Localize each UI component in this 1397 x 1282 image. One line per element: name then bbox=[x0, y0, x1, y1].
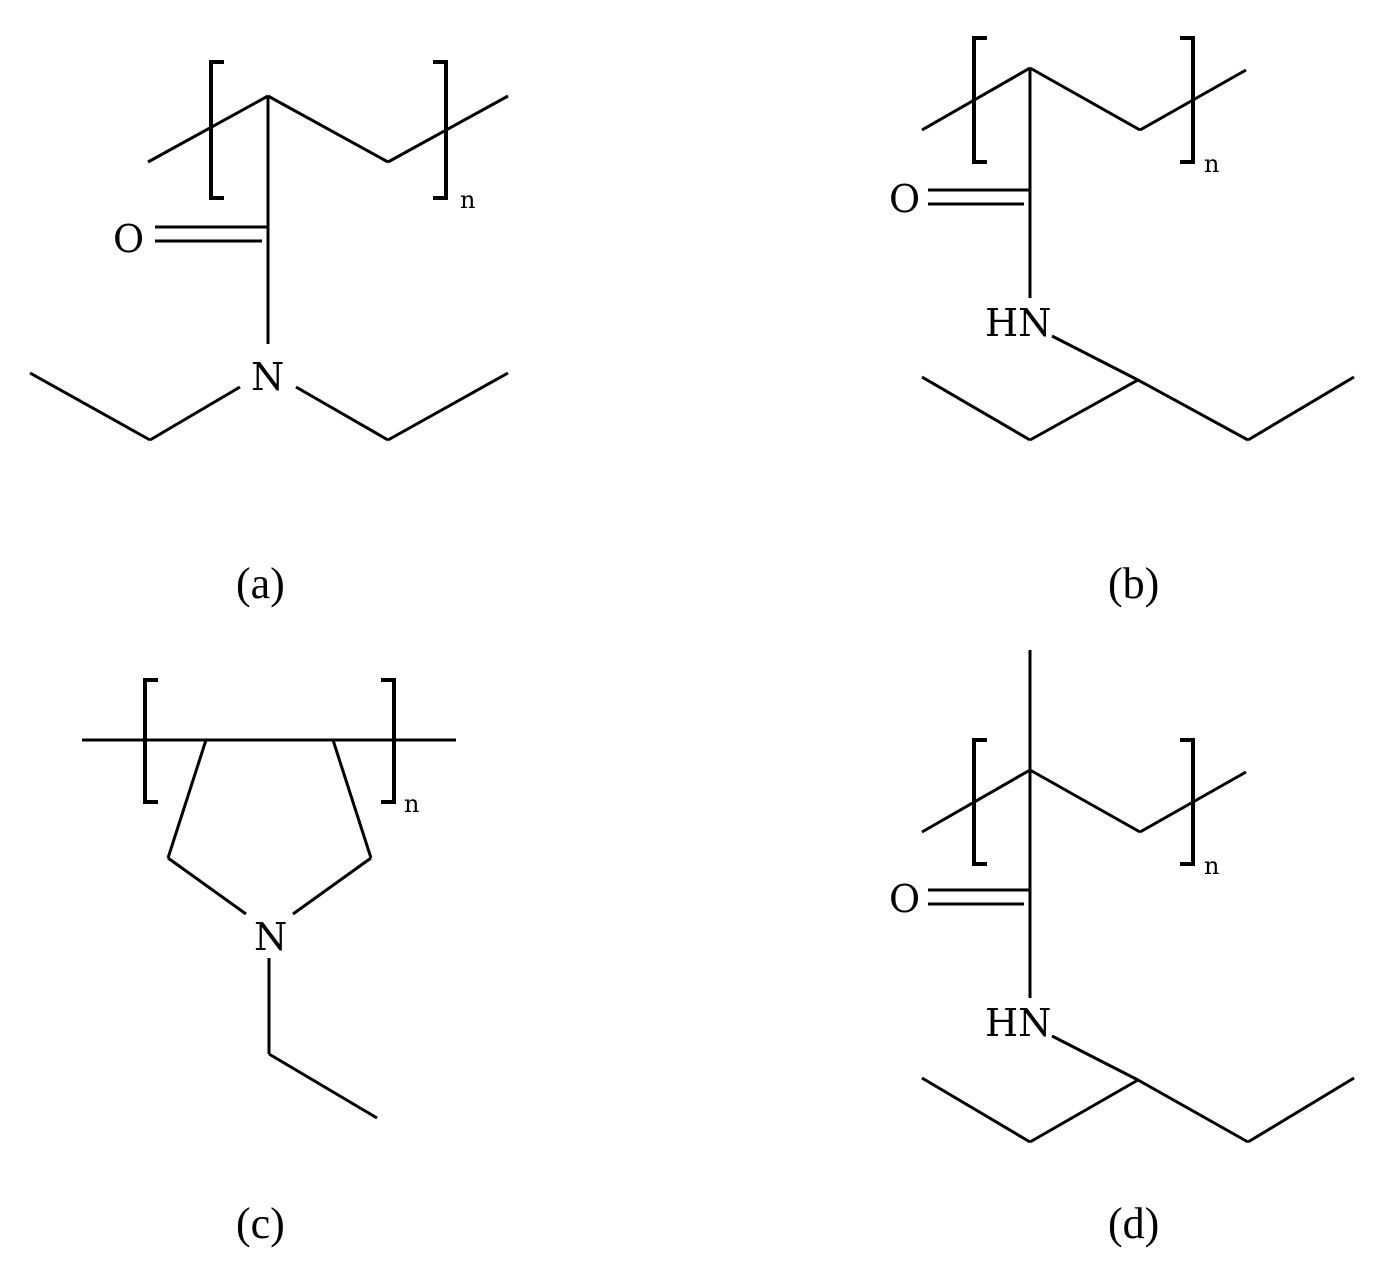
structure-c: n N (c) bbox=[82, 678, 456, 1248]
bond bbox=[387, 371, 509, 442]
caption-a: (a) bbox=[236, 559, 285, 608]
bracket-left bbox=[972, 738, 987, 866]
bracket-left bbox=[143, 678, 158, 804]
bond bbox=[149, 385, 241, 442]
bond bbox=[29, 371, 151, 442]
oxygen-label: O bbox=[889, 177, 920, 221]
nh-label: HN bbox=[985, 1001, 1051, 1045]
bond bbox=[1029, 378, 1139, 442]
bond bbox=[1247, 375, 1355, 442]
bond bbox=[167, 856, 247, 916]
bracket-left bbox=[209, 60, 224, 200]
bond bbox=[295, 385, 389, 442]
caption-b: (b) bbox=[1108, 559, 1159, 608]
bracket-right bbox=[381, 678, 396, 804]
bond bbox=[1137, 1078, 1249, 1144]
bond bbox=[267, 94, 389, 164]
structure-d: n O HN (d) bbox=[889, 650, 1355, 1248]
bond bbox=[1029, 768, 1141, 834]
bond bbox=[292, 856, 372, 916]
bond bbox=[1137, 378, 1249, 442]
bracket-right bbox=[433, 60, 448, 200]
bond bbox=[268, 1052, 378, 1120]
nitrogen-label: N bbox=[251, 355, 284, 399]
structure-b: n O HN (b) bbox=[889, 36, 1355, 608]
nitrogen-label: N bbox=[254, 915, 287, 959]
bracket-right bbox=[1180, 738, 1195, 866]
bond bbox=[166, 739, 208, 859]
repeat-subscript: n bbox=[1204, 852, 1219, 880]
oxygen-label: O bbox=[889, 877, 920, 921]
repeat-subscript: n bbox=[1204, 150, 1219, 178]
bond bbox=[1051, 334, 1139, 382]
repeat-subscript: n bbox=[404, 790, 419, 818]
bond bbox=[921, 1076, 1031, 1144]
bond bbox=[1029, 1078, 1139, 1144]
oxygen-label: O bbox=[113, 217, 144, 261]
bond bbox=[1051, 1034, 1139, 1082]
repeat-subscript: n bbox=[460, 186, 475, 214]
nh-label: HN bbox=[985, 301, 1051, 345]
bond bbox=[331, 739, 373, 859]
caption-d: (d) bbox=[1108, 1199, 1159, 1248]
structure-a: n O N (a) bbox=[29, 60, 509, 608]
bracket-left bbox=[972, 36, 987, 164]
caption-c: (c) bbox=[236, 1199, 285, 1248]
bracket-right bbox=[1180, 36, 1195, 164]
bond bbox=[921, 375, 1031, 442]
bond bbox=[1029, 66, 1141, 132]
bond bbox=[147, 94, 269, 164]
bond bbox=[1247, 1076, 1355, 1144]
